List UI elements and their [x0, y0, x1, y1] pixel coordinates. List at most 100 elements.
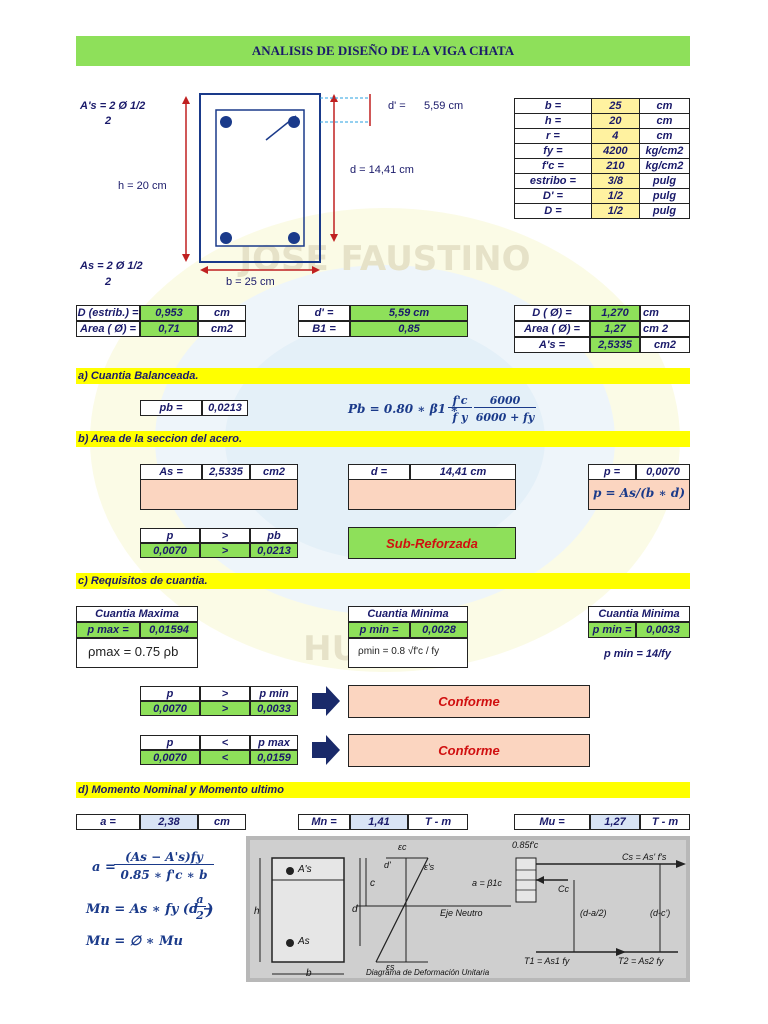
- d-estrib-value: 0,953: [140, 305, 198, 321]
- section-c-header: c) Requisitos de cuantia.: [76, 573, 690, 589]
- as-total-unit: cm2: [640, 337, 690, 353]
- area-unit: cm2: [198, 321, 246, 337]
- cmp1-h1: p: [140, 686, 200, 701]
- cuantia-min-title: Cuantia Minima: [348, 606, 468, 622]
- pb-formula-lhs: Pb = 0.80 ∗ β1 ∗: [348, 402, 459, 416]
- dprime-key: d' =: [298, 305, 350, 321]
- a-formula-num: (As − A's)fy: [114, 850, 214, 865]
- area2-value: 1,27: [590, 321, 640, 337]
- pb-formula-num2: 6000: [474, 394, 536, 408]
- pmax-key: p max =: [76, 622, 140, 638]
- property-key: r =: [514, 128, 592, 144]
- mn-value: 1,41: [350, 814, 408, 830]
- diag-cc: Cc: [558, 884, 569, 894]
- diag-eps-c: εc: [398, 842, 407, 852]
- p-key: p =: [588, 464, 636, 480]
- diag-b: b: [306, 968, 312, 979]
- bar-d-unit: cm: [640, 305, 690, 321]
- d-estrib-key: D (estrib.) =: [76, 305, 140, 321]
- arrow-right-icon: [312, 686, 340, 716]
- section-a-header: a) Cuantia Balanceada.: [76, 368, 690, 384]
- pmin-value: 0,0028: [410, 622, 468, 638]
- diag-dmh: (d-a/2): [580, 908, 607, 918]
- pb-value: 0,0213: [202, 400, 248, 416]
- property-key: b =: [514, 98, 592, 114]
- property-unit: pulg: [638, 173, 691, 189]
- dprime-value: 5,59 cm: [424, 100, 464, 112]
- property-unit: pulg: [638, 188, 691, 204]
- cmp-b-h1: p: [140, 528, 200, 543]
- cmp-b-h2: >: [200, 528, 250, 543]
- h-label: h = 20 cm: [118, 180, 167, 192]
- cmp-b-v1: 0,0070: [140, 543, 200, 558]
- property-value: 1/2: [590, 188, 640, 204]
- arrow-right-icon: [312, 735, 340, 765]
- page-title: ANALISIS DE DISEÑO DE LA VIGA CHATA: [76, 36, 690, 66]
- as-bot-count: 2: [105, 276, 112, 288]
- property-key: D' =: [514, 188, 592, 204]
- property-unit: kg/cm2: [638, 143, 691, 159]
- cmp2-v3: 0,0159: [250, 750, 298, 765]
- mn-formula-close: ): [206, 900, 214, 919]
- property-unit: kg/cm2: [638, 158, 691, 174]
- section-b-header: b) Area de la seccion del acero.: [76, 431, 690, 447]
- diag-as: As: [298, 936, 310, 947]
- mn-key: Mn =: [298, 814, 350, 830]
- pmin2-formula: p min = 14/fy: [604, 648, 671, 660]
- cmp1-v1: 0,0070: [140, 701, 200, 716]
- mu-formula: Mu = ∅ ∗ Mu: [86, 934, 183, 949]
- as-top-label: A's = 2 Ø 1/2: [80, 100, 146, 112]
- result-conforme-2: Conforme: [348, 734, 590, 767]
- diag-top-dim: 0.85f'c: [512, 840, 539, 850]
- diag-caption: Diagrama de Deformación Unitaria: [366, 968, 490, 977]
- mu-value: 1,27: [590, 814, 640, 830]
- pb-formula-den2: 6000 + fy: [475, 411, 535, 424]
- bar-d-key: D ( Ø) =: [514, 305, 590, 321]
- area2-key: Area ( Ø) =: [514, 321, 590, 337]
- a-formula-lhs: a =: [92, 860, 116, 875]
- d-estrib-unit: cm: [198, 305, 246, 321]
- property-value: 20: [590, 113, 640, 129]
- d-value: 14,41 cm: [410, 464, 516, 480]
- dprime-label: d' =: [388, 100, 406, 112]
- d-key: d =: [348, 464, 410, 480]
- cmp2-h1: p: [140, 735, 200, 750]
- area-value: 0,71: [140, 321, 198, 337]
- d-label: d = 14,41 cm: [350, 164, 414, 176]
- property-value: 3/8: [590, 173, 640, 189]
- b-label: b = 25 cm: [226, 276, 275, 288]
- cmp-b-v2: >: [200, 543, 250, 558]
- pb-formula-num: f'c: [448, 394, 472, 408]
- pb-key: pb =: [140, 400, 202, 416]
- beam-section-diagram: [182, 93, 371, 274]
- b1-key: B1 =: [298, 321, 350, 337]
- p-value: 0,0070: [636, 464, 690, 480]
- bar-d-value: 1,270: [590, 305, 640, 321]
- property-key: f'c =: [514, 158, 592, 174]
- property-value: 25: [590, 98, 640, 114]
- b1-value: 0,85: [350, 321, 468, 337]
- property-key: estribo =: [514, 173, 592, 189]
- property-unit: cm: [638, 98, 691, 114]
- pmin2-value: 0,0033: [636, 622, 690, 638]
- as-bot-label: As = 2 Ø 1/2: [80, 260, 143, 272]
- area2-unit: cm 2: [640, 321, 690, 337]
- diag-t1: T1 = As1 fy: [524, 956, 570, 966]
- property-unit: cm: [638, 113, 691, 129]
- cuantia-max-title: Cuantia Maxima: [76, 606, 198, 622]
- mn-formula: Mn = As ∗ fy (d −: [86, 902, 214, 917]
- pmin2-key: p min =: [588, 622, 636, 638]
- as-total-value: 2,5335: [590, 337, 640, 353]
- a-value: 2,38: [140, 814, 198, 830]
- pmin-formula: ρmin = 0.8 √f'c / fy: [358, 646, 440, 657]
- property-unit: pulg: [638, 203, 691, 219]
- diag-as-prime: A's: [298, 864, 312, 875]
- diag-eps-s: εs: [386, 962, 395, 972]
- diag-c: c: [370, 878, 375, 889]
- property-key: h =: [514, 113, 592, 129]
